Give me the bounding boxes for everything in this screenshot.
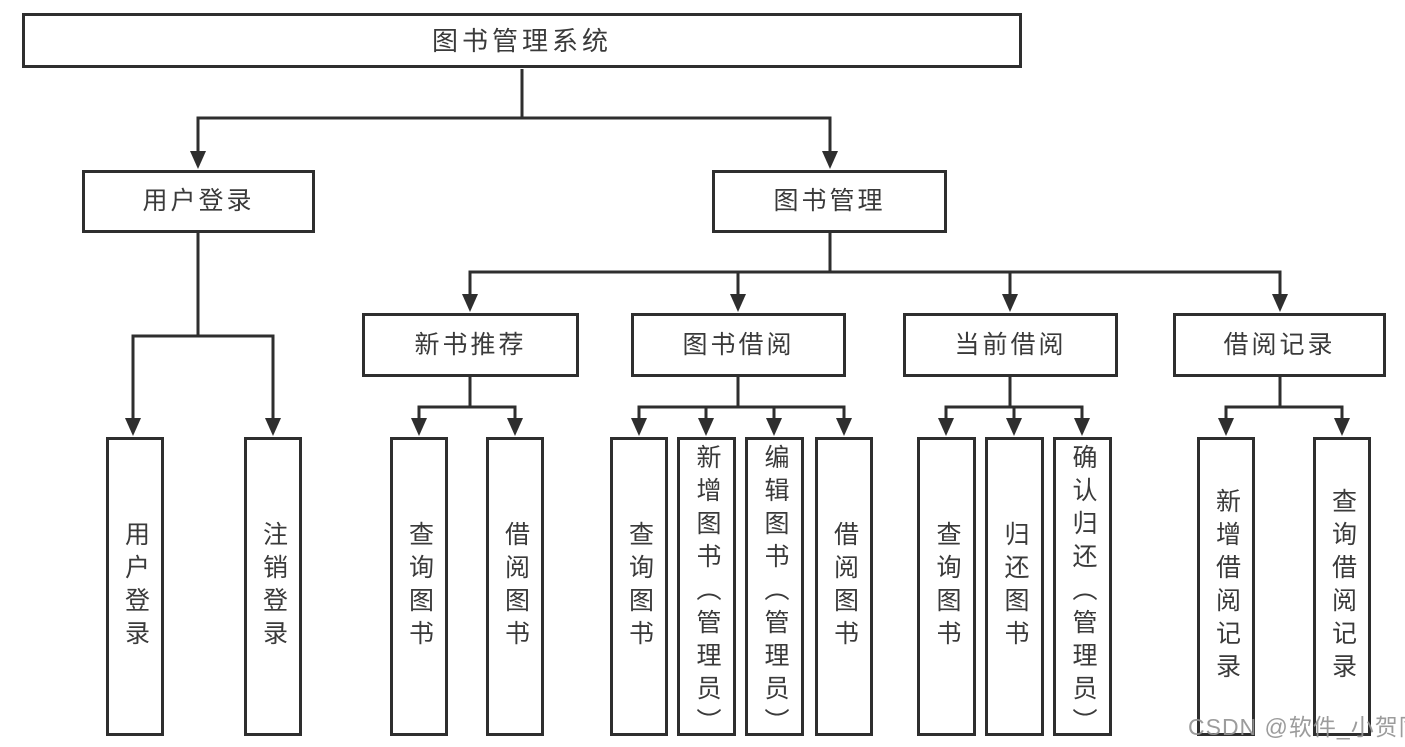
leaf-query-books: 查询图书 — [390, 437, 448, 736]
leaf-edit-books-admin: 编辑图书（管理员） — [745, 437, 804, 741]
leaf-confirm-return-admin: 确认归还（管理员） — [1053, 437, 1112, 741]
leaf-add-books-admin: 新增图书（管理员） — [677, 437, 736, 741]
leaf-logout: 注销登录 — [244, 437, 302, 736]
leaf-borrow-books: 借阅图书 — [486, 437, 544, 736]
leaf-query-borrow-record: 查询借阅记录 — [1313, 437, 1371, 736]
leaf-return-books: 归还图书 — [985, 437, 1044, 736]
leaf-borrow-books: 借阅图书 — [815, 437, 873, 736]
node-borrowing-records: 借阅记录 — [1173, 313, 1386, 377]
node-new-book-recommendation: 新书推荐 — [362, 313, 579, 377]
node-book-management: 图书管理 — [712, 170, 947, 233]
leaf-add-borrow-record: 新增借阅记录 — [1197, 437, 1255, 736]
watermark: CSDN @软件_小贺同学 — [1188, 714, 1405, 740]
node-book-borrowing: 图书借阅 — [631, 313, 846, 377]
node-user-login: 用户登录 — [82, 170, 315, 233]
leaf-query-books: 查询图书 — [610, 437, 668, 736]
node-current-borrowing: 当前借阅 — [903, 313, 1118, 377]
leaf-user-login: 用户登录 — [106, 437, 164, 736]
leaf-query-books: 查询图书 — [917, 437, 976, 736]
node-book-management-system: 图书管理系统 — [22, 13, 1022, 68]
